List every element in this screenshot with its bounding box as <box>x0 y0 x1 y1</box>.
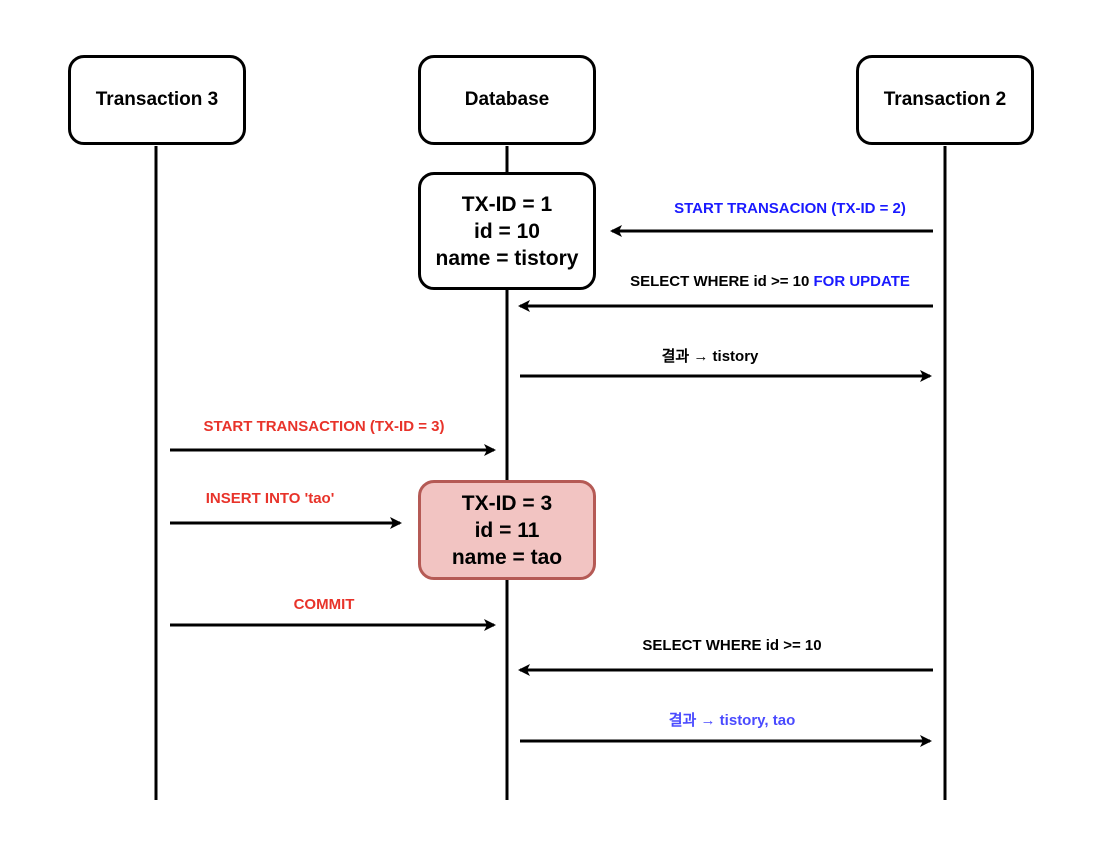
participant-label: Transaction 2 <box>883 89 1007 110</box>
note-record-tx-3: TX-ID = 3 id = 11 name = tao <box>418 480 596 580</box>
message-for-update-text: FOR UPDATE <box>813 273 910 290</box>
note-line: id = 11 <box>474 518 540 542</box>
note-line: TX-ID = 1 <box>461 192 553 216</box>
note-line: id = 10 <box>474 219 540 243</box>
note-line: name = tistory <box>435 246 579 270</box>
note-line: TX-ID = 3 <box>461 491 553 515</box>
participant-label: Transaction 3 <box>95 89 219 110</box>
message-result-tistory: 결과 → tistory <box>661 348 759 365</box>
message-select: SELECT WHERE id >= 10 <box>642 637 822 654</box>
participant-database: Database <box>418 55 596 145</box>
participant-transaction-3: Transaction 3 <box>68 55 246 145</box>
message-commit: COMMIT <box>293 596 355 613</box>
message-start-transaction-3: START TRANSACTION (TX-ID = 3) <box>203 418 445 435</box>
message-select-text: SELECT WHERE id >= 10 <box>630 273 814 290</box>
message-select-for-update: SELECT WHERE id >= 10 FOR UPDATE <box>630 273 910 290</box>
message-start-transaction-2: START TRANSACION (TX-ID = 2) <box>674 200 906 217</box>
message-insert-tao: INSERT INTO 'tao' <box>205 490 335 507</box>
note-line: name = tao <box>451 545 563 569</box>
note-record-tx-1: TX-ID = 1 id = 10 name = tistory <box>418 172 596 290</box>
participant-label: Database <box>464 89 550 110</box>
participant-transaction-2: Transaction 2 <box>856 55 1034 145</box>
message-result-tistory-tao: 결과 → tistory, tao <box>668 712 796 729</box>
